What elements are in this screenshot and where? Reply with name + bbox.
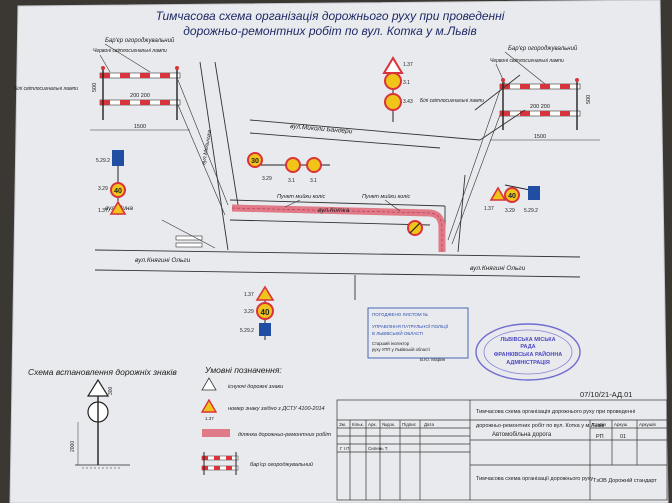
sign-left-code-2: 3.29 <box>98 186 108 192</box>
sign-right-code-3: 5.29.2 <box>524 208 538 214</box>
sign-top-code-2: 3.43 <box>403 99 413 105</box>
sign-bottom-speed: 40 <box>261 308 270 317</box>
work-zone <box>231 204 446 252</box>
stamp-police-line-2: УПРАВЛІННЯ ПАТРУЛЬНОЇ ПОЛІЦІЇ <box>372 323 449 329</box>
sign-bottom-code-3: 5.29.2 <box>240 328 254 334</box>
tb-sheet-name: Тимчасова схема організації дорожнього р… <box>476 476 593 482</box>
barrier-right-white-lamp: Білі світлосигнальні лампи <box>420 98 484 104</box>
title-block-code: 07/10/21-АД.01 <box>580 390 632 399</box>
barrier-detail-right: Бар'єр огороджувальний Червоні світлосиг… <box>420 45 600 141</box>
sign-mid-code-3: 3.1 <box>310 178 317 184</box>
tb-section: Автомобільна дорога <box>492 432 552 438</box>
schema-dim-h1: 2000 <box>70 441 76 452</box>
sign-group-right: 40 1.37 3.29 5.29.2 <box>484 184 541 214</box>
tb-person: Сипень Т. <box>368 446 388 451</box>
legend-item-1: існуючі дорожні знаки <box>228 384 283 390</box>
sign-bottom-code-1: 1.37 <box>244 292 254 298</box>
sign-mid-speed: 30 <box>251 158 259 165</box>
sign-no-overtaking <box>407 220 423 236</box>
sign-top-code-1: 1.37 <box>403 62 413 68</box>
tb-header-2: Кільк. <box>352 422 364 427</box>
stamp-district-line-3: ФРАНКІВСЬКА РАЙОННА <box>494 350 563 358</box>
barrier-left-height: 500 <box>92 83 98 92</box>
title-block-project-1: Тимчасова схема організація дорожнього р… <box>476 409 635 415</box>
barrier-right-red-lamp: Червоні світлосигнальні лампи <box>490 58 564 64</box>
sign-group-top: 1.37 3.43 3.1 <box>382 56 413 122</box>
wash-point-left: Пункт мийки коліс <box>277 193 325 200</box>
sign-right-code-2: 3.29 <box>505 208 515 214</box>
barrier-right-label: Бар'єр огороджувальний <box>508 45 578 52</box>
barrier-left-width: 1500 <box>134 124 146 130</box>
legend-item-2: номер знаку згідно з ДСТУ 4100-2014 <box>228 406 325 412</box>
legend-item-3: ділянка дорожньо-ремонтних робіт <box>238 432 331 438</box>
barrier-left-red-lamp: Червоні світлосигнальні лампи <box>93 48 167 54</box>
sign-mid-code-2: 3.1 <box>288 178 295 184</box>
tb-stage-h1: Стадія <box>592 422 606 427</box>
tb-stage-v2: 01 <box>620 434 626 440</box>
sign-top-code-3: 3.1 <box>403 80 410 86</box>
stamp-police-line-1: ПОГОДЖЕНО ЛИСТОМ № <box>372 312 428 317</box>
tb-header-1: Зм. <box>339 422 346 427</box>
sign-bottom-code-2: 3.29 <box>244 309 254 315</box>
schema-sign-post: 2000 300 <box>70 378 130 469</box>
sign-right-code-1: 1.37 <box>484 206 494 212</box>
schema-dim-h2: 300 <box>108 386 114 395</box>
sign-mid-code-1: 3.29 <box>262 176 272 182</box>
stamp-police-line-6: В.Ю. Марин <box>420 357 446 362</box>
sign-left-code-1: 5.29.2 <box>96 158 110 164</box>
barrier-left-white-lamp: Білі світлосигнальні лампи <box>14 86 78 92</box>
legend-title: Умовні позначення: <box>204 365 282 375</box>
wash-point-right: Пункт мийки коліс <box>362 193 410 200</box>
stamp-police: ПОГОДЖЕНО ЛИСТОМ № УПРАВЛІННЯ ПАТРУЛЬНОЇ… <box>367 307 469 362</box>
sign-left-speed: 40 <box>114 188 122 195</box>
street-kotka: вул.Котка <box>318 207 350 214</box>
sign-group-mid: 30 3.29 3.1 3.1 <box>247 152 330 184</box>
stamp-district-line-2: РАДА <box>520 344 535 350</box>
title-line-1: Тимчасова схема організація дорожнього р… <box>156 9 505 23</box>
barrier-icon-left <box>161 219 216 249</box>
tb-header-4: №док. <box>382 422 395 427</box>
barrier-right-height: 500 <box>586 95 592 104</box>
tb-header-6: Дата <box>424 422 434 427</box>
stamp-district-line-1: ЛЬВІВСЬКА МІСЬКА <box>500 337 555 343</box>
barrier-left-label: Бар'єр огороджувальний <box>105 37 175 44</box>
barrier-detail-left: Бар'єр огороджувальний Червоні світлосиг… <box>14 37 190 131</box>
tb-stage-v1: РП <box>596 434 604 440</box>
sign-group-left: 40 5.29.2 3.29 1.37 <box>96 150 127 215</box>
tb-org: ТзОВ Дорожній стандарт <box>593 477 657 484</box>
tb-header-3: Арк. <box>368 422 377 427</box>
sign-right-speed: 40 <box>508 193 516 200</box>
legend-work-swatch <box>202 429 230 437</box>
stamp-police-line-4: Старший інспектор <box>372 341 410 346</box>
stamp-district-line-4: АДМІНІСТРАЦІЯ <box>506 360 550 366</box>
tb-stage-h2: Аркуш <box>614 422 628 427</box>
street-knyazia-olhy-left: вул.Княгині Ольги <box>135 256 191 264</box>
legend: Умовні позначення: існуючі дорожні знаки… <box>200 365 331 475</box>
schema-title: Схема встановлення дорожніх знаків <box>28 367 177 377</box>
tb-header-5: Підпис <box>402 422 417 427</box>
stamp-district: ЛЬВІВСЬКА МІСЬКА РАДА ФРАНКІВСЬКА РАЙОНН… <box>475 323 581 381</box>
title-block-project-2: дорожньо-ремонтних робіт по вул. Котка у… <box>476 423 604 429</box>
barrier-right-spacing: 200 200 <box>530 104 550 110</box>
title-line-2: дорожньо-ремонтних робіт по вул. Котка у… <box>183 24 476 38</box>
legend-item-4: бар'єр огороджувальний <box>250 461 313 468</box>
sign-left-code-3: 1.37 <box>98 208 108 214</box>
stamp-police-line-5: руху УПП у Львівській області <box>372 347 430 352</box>
title-block <box>336 399 668 501</box>
barrier-right-width: 1500 <box>534 134 546 140</box>
street-knyazia-olhy-right: вул.Княгині Ольги <box>470 264 526 272</box>
tb-role-gip: Г І П <box>340 446 349 451</box>
barrier-left-spacing: 200 200 <box>130 93 150 99</box>
stamp-police-line-3: В ЛЬВІВСЬКІЙ ОБЛАСТІ <box>372 329 423 336</box>
legend-sample-code: 1.37 <box>205 416 214 421</box>
sign-group-bottom: 40 1.37 3.29 5.29.2 <box>240 285 275 340</box>
tb-stage-h3: Аркушів <box>639 422 656 427</box>
